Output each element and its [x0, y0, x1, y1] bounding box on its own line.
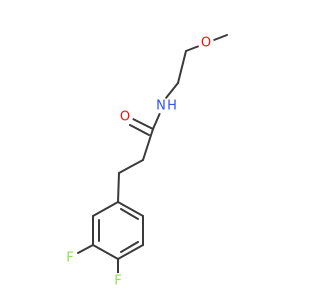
ring-inner-2	[120, 241, 139, 253]
bond-o-ch2	[185, 45, 200, 52]
atom-o-carbonyl: O	[117, 109, 133, 125]
bond-ch2-ring	[117, 172, 120, 203]
atom-f-para: F	[110, 273, 126, 289]
molecule-structure: O N H O F F	[62, 34, 228, 289]
ring-inner-1	[120, 208, 139, 220]
bond-ch2-ch2-b	[118, 159, 144, 174]
atom-label-o-methoxy: O	[201, 36, 211, 51]
bond-carbonyl-o-1	[132, 118, 154, 130]
bond-n-carbonyl	[152, 112, 161, 130]
atom-label-f-meta: F	[66, 251, 73, 266]
bond-ch2-ch2	[177, 50, 187, 84]
bond-ring-f-meta	[77, 244, 94, 254]
atom-n-amide: N H	[155, 98, 177, 114]
ring-bond-3	[117, 244, 144, 260]
atom-label-nh: H	[167, 99, 177, 114]
ring-bond-4	[92, 244, 119, 260]
atom-label-n: N	[156, 99, 166, 114]
atom-layer: O N H O F F	[62, 35, 214, 289]
bond-layer	[77, 34, 228, 274]
atom-o-methoxy: O	[198, 35, 214, 51]
bond-methyl-o	[213, 34, 228, 41]
bond-carbonyl-ch2	[142, 128, 154, 161]
atom-label-o-carbonyl: O	[120, 110, 130, 125]
ring-bond-1	[117, 201, 144, 217]
bond-ch2-n	[165, 82, 179, 99]
bond-carbonyl-o-2	[129, 124, 150, 136]
atom-f-meta: F	[62, 250, 78, 266]
ring-bond-6	[92, 201, 119, 217]
atom-label-f-para: F	[114, 274, 121, 289]
